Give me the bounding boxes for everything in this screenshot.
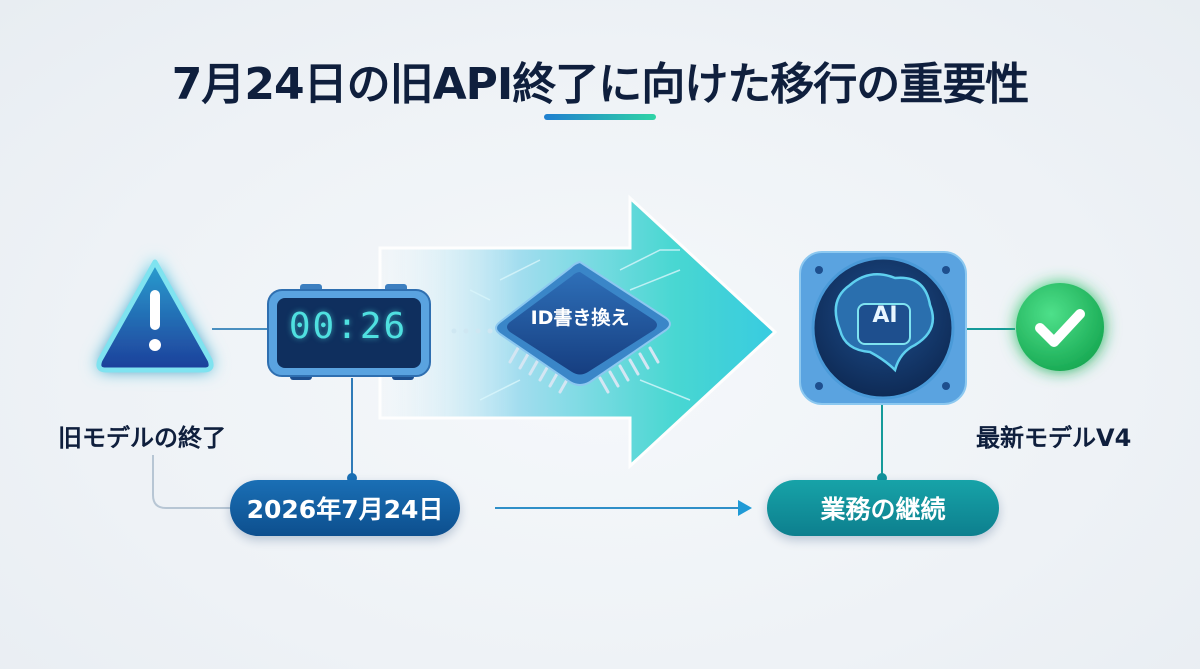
ai-brain-icon: [799, 251, 967, 405]
chip-icon: [495, 260, 671, 394]
clock-display: 00:26: [288, 306, 408, 347]
date-pill-text: 2026年7月24日: [246, 495, 444, 524]
chip-label: ID書き換え: [530, 307, 630, 329]
business-continuity-pill: 業務の継続: [767, 480, 999, 536]
new-model-label: 最新モデルV4: [976, 424, 1132, 452]
digital-clock-icon: [267, 284, 431, 380]
ai-label: AI: [872, 303, 898, 328]
old-model-end-label: 旧モデルの終了: [58, 424, 226, 452]
page-title: 7月24日の旧API終了に向けた移行の重要性: [171, 59, 1030, 110]
check-icon: [1016, 283, 1104, 371]
date-pill: 2026年7月24日: [230, 480, 460, 536]
business-pill-text: 業務の継続: [820, 495, 946, 524]
title-underline: [544, 114, 656, 120]
